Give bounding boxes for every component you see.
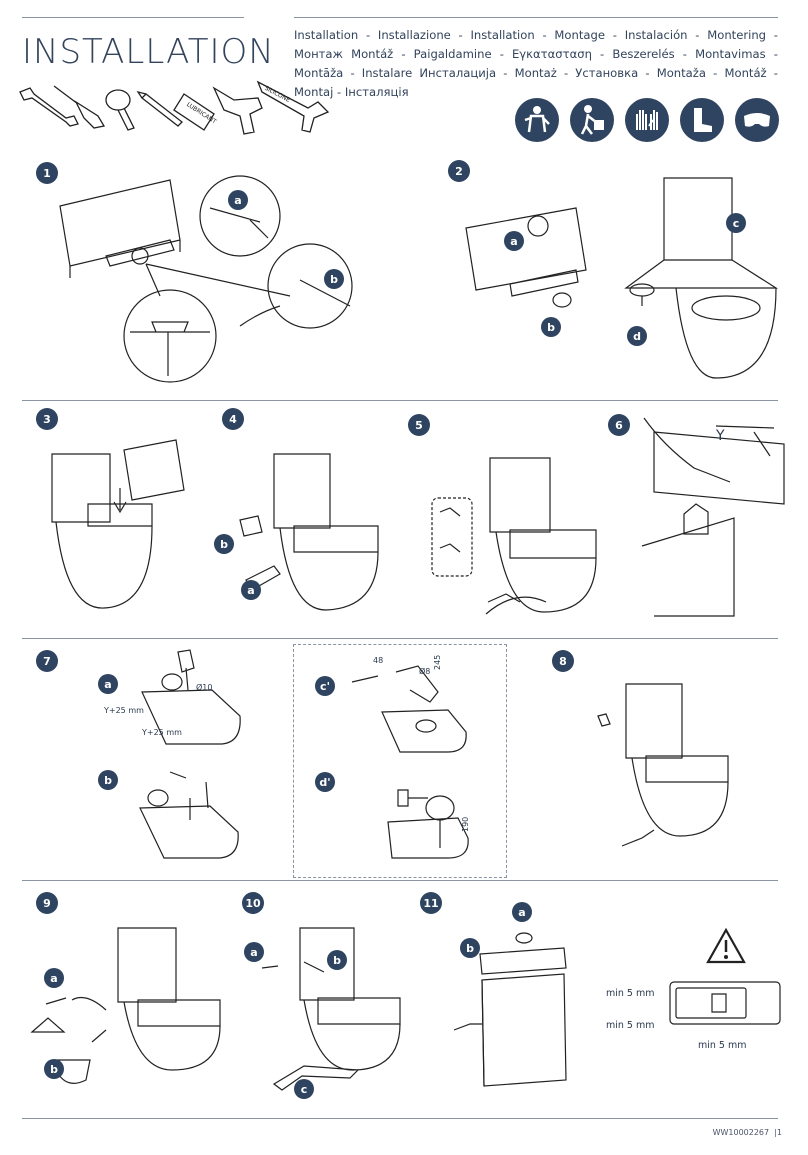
language-list: Installation - Installazione - Installat… [294,28,778,99]
clearance-label-top: min 5 mm [606,988,655,999]
step7-alt-box [293,644,507,878]
step10-badge-c: c [294,1079,314,1099]
step7-dim-phi10: Ø10 [196,683,213,692]
step7-dim-y25a: Y+25 mm [104,706,144,715]
lift-carefully-icon [570,98,614,142]
protective-suit-icon [515,98,559,142]
step2-badge-b: b [541,317,561,337]
document-code: WW10002267 |1 [713,1128,782,1137]
step7-dim-245: 245 [433,654,442,670]
silicone-gun-icon: SILICONE [258,82,328,132]
step10-badge-b: b [327,950,347,970]
step-badge-3: 3 [36,408,58,430]
step-badge-5: 5 [408,414,430,436]
page-title: INSTALLATION [22,32,275,72]
step5-illustration [426,452,606,622]
tools-illustration: LUBRICANT SILICONE [18,78,338,150]
step-badge-7: 7 [36,650,58,672]
lubricant-icon: LUBRICANT [174,94,218,130]
step7a-illustration [102,646,262,746]
header-rule-left [22,17,244,18]
footer-separator: | [771,1128,777,1137]
step1-badge-a: a [228,190,248,210]
step-badge-2: 2 [448,160,470,182]
step11-illustration [446,920,586,1090]
step6-illustration [634,416,784,626]
step2-badge-a: a [504,231,524,251]
step7c-d-illustration [348,652,488,862]
step8-illustration [592,676,762,856]
step7-dim-48: 48 [373,656,384,665]
step-badge-10: 10 [242,892,264,914]
warning-clearance-illustration [600,928,788,1048]
row-divider-1 [22,400,778,401]
gloves-icon [625,98,669,142]
step-badge-4: 4 [222,408,244,430]
step11-badge-b: b [460,938,480,958]
step4-badge-b: b [214,534,234,554]
step-badge-8: 8 [552,650,574,672]
clearance-label-bottom: min 5 mm [698,1040,747,1051]
row-divider-3 [22,880,778,881]
step7-badge-b: b [98,770,118,790]
step11-badge-a: a [512,902,532,922]
step1-illustration [50,176,380,396]
step4-badge-a: a [241,580,261,600]
step7b-illustration [130,764,250,860]
step2-badge-d: d [627,326,647,346]
goggles-icon [735,98,779,142]
step4-illustration [234,448,394,618]
step7-dim-190: 190 [461,816,470,832]
step7-badge-d-prime: d' [315,772,335,792]
warning-triangle-icon [708,930,744,962]
drill-icon [214,88,262,134]
page-number: 1 [776,1128,782,1137]
header-rule-right [294,17,778,18]
step-badge-1: 1 [36,162,58,184]
footer-code-text: WW10002267 [712,1128,770,1137]
step7-dim-y25b: Y+25 mm [142,728,182,737]
step-badge-9: 9 [36,892,58,914]
step9-illustration [26,920,236,1090]
step9-badge-b: b [44,1059,64,1079]
row-divider-2 [22,638,778,639]
step7-dim-phi8: Ø8 [419,667,431,676]
step3-illustration [48,430,188,610]
safety-boots-icon [680,98,724,142]
tape-measure-icon [106,90,134,130]
spanner-icon [20,88,78,126]
clearance-label-middle: min 5 mm [606,1020,655,1031]
step6-y-label: Y [716,428,725,444]
step2-badge-c: c [726,213,746,233]
step9-badge-a: a [44,968,64,988]
step10-badge-a: a [244,942,264,962]
pencil-icon [138,92,182,126]
step2-illustration [466,178,786,388]
footer-rule [22,1118,778,1119]
step1-badge-b: b [324,269,344,289]
step-badge-11: 11 [420,892,442,914]
step10-illustration [254,920,414,1100]
step7-badge-a: a [98,674,118,694]
step7-badge-c-prime: c' [315,676,335,696]
step-badge-6: 6 [608,414,630,436]
screwdriver-icon [54,86,104,128]
